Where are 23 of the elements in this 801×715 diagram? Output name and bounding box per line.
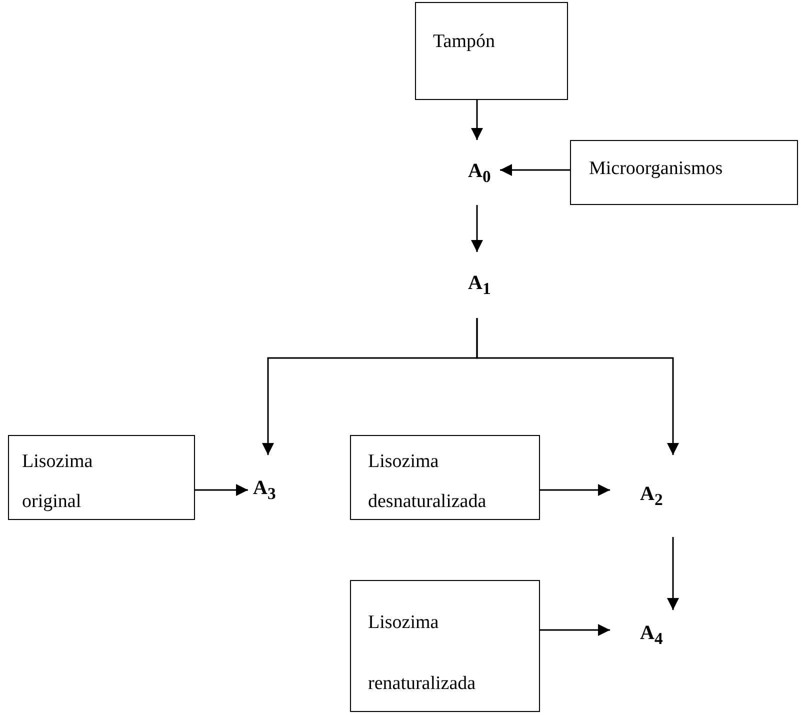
sample-name: A$_{0}$ xyxy=(468,158,491,186)
process-box xyxy=(350,580,540,712)
process-box xyxy=(570,140,798,205)
sample-name: A$_{3}$ xyxy=(253,476,276,504)
arrow xyxy=(667,537,679,610)
arrow xyxy=(476,318,679,455)
sample-name: A$_{4}$ xyxy=(640,621,663,649)
box-label: Microorganismos xyxy=(589,158,724,181)
arrow xyxy=(471,205,483,252)
box-label: Lisozima desnaturalizada xyxy=(368,450,488,514)
sample-name: A$_{1}$ xyxy=(468,271,491,299)
process-box xyxy=(350,435,540,520)
sample-name: A$_{2}$ xyxy=(640,482,663,510)
arrow xyxy=(540,484,610,496)
box-label: Lisozima renaturalizada xyxy=(368,611,477,696)
arrow xyxy=(540,624,610,636)
arrow xyxy=(471,100,483,140)
box-label: Lisozima original xyxy=(22,450,94,514)
box-label: Tampón xyxy=(433,31,496,54)
arrow xyxy=(195,484,248,496)
process-box xyxy=(415,2,568,100)
arrow xyxy=(500,164,570,176)
process-box xyxy=(8,435,195,520)
